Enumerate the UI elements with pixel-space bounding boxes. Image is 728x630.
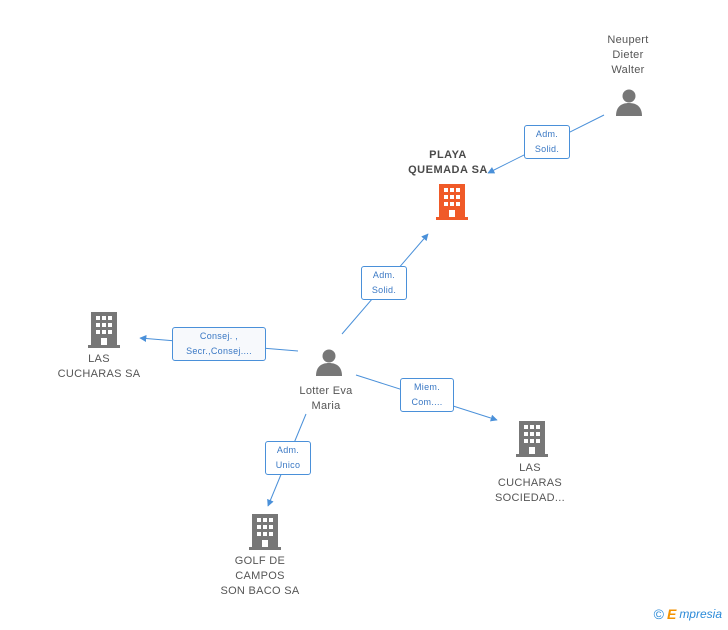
edge-label-lotter-playa[interactable]: Adm. Solid.: [361, 266, 407, 300]
edge-label-lotter-lascucharas[interactable]: Consej. , Secr.,Consej....: [172, 327, 266, 361]
brand-logo-text: mpresia: [679, 607, 722, 621]
node-label-golf[interactable]: GOLF DE CAMPOS SON BACO SA: [212, 554, 308, 599]
person-icon[interactable]: [315, 348, 343, 376]
node-label-line: Neupert: [607, 34, 649, 46]
node-label-playa-quemada[interactable]: PLAYA QUEMADA SA: [398, 148, 498, 178]
node-label-line: GOLF DE: [234, 555, 286, 567]
node-label-line: LAS: [88, 353, 110, 365]
node-label-line: Walter: [611, 64, 645, 76]
node-label-line: LAS: [519, 462, 541, 474]
building-icon[interactable]: [88, 312, 120, 348]
building-icon[interactable]: [249, 514, 281, 550]
node-label-line: CAMPOS: [235, 570, 285, 582]
node-label-line: Maria: [311, 400, 341, 412]
node-label-line: QUEMADA SA: [408, 164, 488, 176]
node-label-line: SON BACO SA: [220, 585, 300, 597]
copyright-icon: ©: [653, 606, 664, 622]
edge-label-line: Adm.: [535, 129, 559, 139]
edge-label-line: Adm.: [276, 445, 300, 455]
edge-label-line: Unico: [275, 460, 301, 470]
edge-label-line: Secr.,Consej....: [186, 346, 252, 356]
edge-label-line: Miem.: [414, 382, 440, 392]
node-label-las-cucharas-sa[interactable]: LAS CUCHARAS SA: [54, 352, 144, 382]
edge-label-line: Adm.: [372, 270, 396, 280]
edge-label-line: Solid.: [534, 144, 560, 154]
edge-label-lotter-golf[interactable]: Adm. Unico: [265, 441, 311, 475]
node-label-line: CUCHARAS: [497, 477, 563, 489]
brand-logo-initial: E: [666, 606, 677, 622]
edge-label-line: Consej. ,: [199, 331, 239, 341]
node-label-line: SOCIEDAD...: [495, 492, 565, 504]
edge-label-line: Com....: [411, 397, 443, 407]
node-label-line: Lotter Eva: [299, 385, 353, 397]
edge-label-lotter-sociedad[interactable]: Miem. Com....: [400, 378, 454, 412]
edge-label-line: Solid.: [371, 285, 397, 295]
node-label-las-cucharas-sociedad[interactable]: LAS CUCHARAS SOCIEDAD...: [484, 461, 576, 506]
node-label-line: Dieter: [612, 49, 644, 61]
node-label-line: CUCHARAS SA: [57, 368, 141, 380]
person-icon[interactable]: [615, 88, 643, 116]
building-icon[interactable]: [516, 421, 548, 457]
node-label-neupert[interactable]: Neupert Dieter Walter: [588, 33, 668, 78]
building-icon[interactable]: [436, 184, 468, 220]
node-label-lotter[interactable]: Lotter Eva Maria: [281, 384, 371, 414]
edge-label-neupert-playa[interactable]: Adm. Solid.: [524, 125, 570, 159]
node-label-line: PLAYA: [429, 149, 467, 161]
